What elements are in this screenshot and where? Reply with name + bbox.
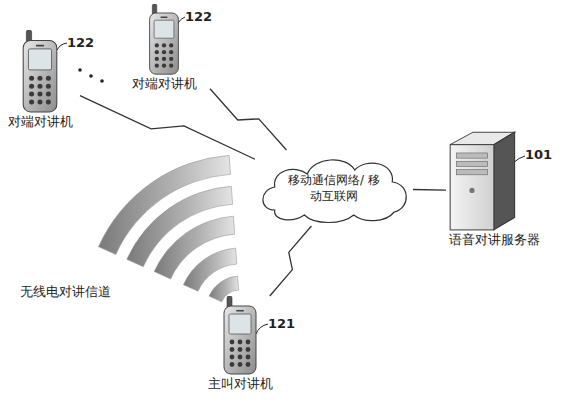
key <box>162 63 166 67</box>
key <box>230 347 235 352</box>
callout-number: 121 <box>268 316 295 331</box>
leader-line <box>256 324 268 334</box>
key <box>155 57 159 61</box>
screen <box>154 20 174 38</box>
key <box>37 76 42 81</box>
server-side <box>494 132 515 230</box>
drive-bay <box>456 153 487 158</box>
key <box>230 355 235 360</box>
key <box>238 355 243 360</box>
wave-band <box>183 248 236 291</box>
callout-number: 122 <box>185 9 212 24</box>
key <box>46 84 51 89</box>
key <box>162 43 166 47</box>
key <box>169 50 173 54</box>
key <box>37 84 42 89</box>
handset-body <box>23 41 57 112</box>
wireless-link <box>270 226 312 296</box>
dot <box>78 68 82 72</box>
wave-band <box>154 216 234 279</box>
handset-icon <box>200 296 280 376</box>
screen <box>28 49 51 70</box>
key <box>246 347 251 352</box>
drive-bay <box>456 161 487 166</box>
key <box>246 340 251 345</box>
key <box>238 347 243 352</box>
handset-graphic <box>224 296 256 374</box>
leader-lines <box>57 17 525 334</box>
key <box>37 99 42 104</box>
key <box>155 43 159 47</box>
speaker <box>236 310 244 312</box>
device-label: 对端对讲机 <box>0 114 80 130</box>
cloud-shape <box>255 150 413 226</box>
key <box>46 92 51 97</box>
drive-bay <box>456 170 487 175</box>
key <box>246 355 251 360</box>
wireless-link <box>80 96 255 160</box>
leader-line <box>57 43 67 50</box>
key <box>238 362 243 367</box>
wireless-link <box>210 89 287 150</box>
key <box>230 340 235 345</box>
ellipsis-dots <box>78 68 104 83</box>
key <box>230 362 235 367</box>
key <box>29 92 34 97</box>
key <box>155 50 159 54</box>
cloud-text-area: 移动通信网络/ 移动互联网 <box>255 150 413 226</box>
handset-graphic <box>150 4 179 74</box>
power-button <box>469 188 474 193</box>
key <box>246 362 251 367</box>
wave-band <box>127 186 233 266</box>
speaker <box>160 17 167 18</box>
key <box>46 76 51 81</box>
screen <box>229 314 251 334</box>
handset-body <box>224 306 256 374</box>
radio-waves <box>99 155 239 301</box>
cloud-outline <box>263 160 406 223</box>
server: 语音对讲服务器 <box>446 128 542 254</box>
network-label: 移动通信网络/ 移动互联网 <box>286 172 382 204</box>
handset-graphic <box>23 30 57 112</box>
dot <box>100 79 104 83</box>
callout-number: 101 <box>525 147 552 162</box>
key <box>169 43 173 47</box>
key <box>29 99 34 104</box>
key <box>37 92 42 97</box>
device-label: 对端对讲机 <box>118 76 210 92</box>
key <box>169 57 173 61</box>
key <box>155 63 159 67</box>
server-front <box>450 145 494 230</box>
callout-number: 122 <box>67 35 94 50</box>
caller-handset: 主叫对讲机 <box>200 296 280 396</box>
wave-band <box>209 276 239 302</box>
dot <box>89 74 93 78</box>
wired-link <box>413 189 446 191</box>
key <box>169 63 173 67</box>
server-graphic <box>450 132 514 230</box>
key <box>29 84 34 89</box>
channel-label: 无线电对讲信道 <box>20 283 111 301</box>
speaker <box>36 45 44 47</box>
key <box>46 99 51 104</box>
wave-band <box>99 155 231 254</box>
server-icon <box>446 128 542 232</box>
handset-body <box>150 13 179 74</box>
key <box>238 340 243 345</box>
device-label: 语音对讲服务器 <box>446 232 542 248</box>
key <box>29 76 34 81</box>
network-cloud: 移动通信网络/ 移动互联网 <box>255 150 413 226</box>
key <box>162 57 166 61</box>
device-label: 主叫对讲机 <box>200 376 280 392</box>
key <box>162 50 166 54</box>
